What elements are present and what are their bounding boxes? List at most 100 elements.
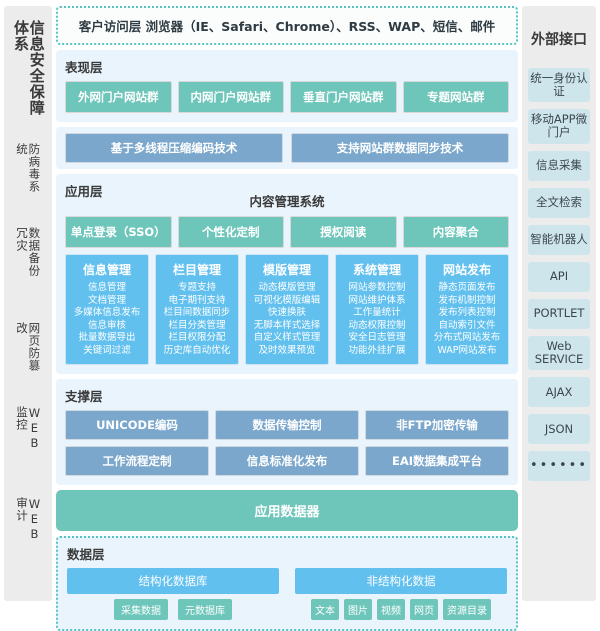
module-title: 网站发布	[442, 263, 491, 277]
support-unicode-encoding[interactable]: UNICODE编码	[65, 410, 209, 441]
feature-authorized-reading[interactable]: 授权阅读	[290, 216, 397, 248]
left-rail-item-anti-tamper: 网页防篡改	[15, 321, 42, 372]
cms-subtitle: 内容管理系统	[249, 194, 325, 209]
tag-webpage[interactable]: 网页	[410, 599, 438, 621]
module-item: 工作量统计	[353, 307, 401, 319]
module-item: 可视化模版编辑	[253, 294, 321, 306]
module-item: 栏目权限分配	[168, 332, 226, 344]
data-layer-title: 数据层	[67, 547, 105, 563]
module-item-list: 动态模版管理 可视化模版编辑 快速换肤 无脚本样式选择 自定义样式管理 及时效果…	[254, 282, 321, 357]
module-item: 发布机制控制	[438, 294, 496, 306]
interface-web-service[interactable]: Web SERVICE	[528, 335, 590, 371]
module-item: 信息审核	[87, 319, 126, 331]
module-item: 动态权限控制	[348, 319, 406, 331]
tag-image[interactable]: 图片	[344, 599, 372, 621]
presentation-layer-items: 外网门户网站群 内网门户网站群 垂直门户网站群 专题网站群	[65, 81, 509, 113]
interface-api[interactable]: API	[528, 261, 590, 292]
module-item: 电子期刊支持	[168, 294, 226, 306]
module-title: 栏目管理	[172, 263, 221, 277]
module-information-management[interactable]: 信息管理 信息管理 文档管理 多媒体信息发布 信息审核 批量数据导出 关键词过滤	[65, 254, 149, 366]
feature-sso[interactable]: 单点登录（SSO）	[65, 216, 172, 248]
interface-portlet[interactable]: PORTLET	[528, 298, 590, 329]
tag-collected-data[interactable]: 采集数据	[114, 599, 168, 621]
module-item: 安全日志管理	[348, 332, 406, 344]
left-rail-security-system: 信息安全保障体系 防病毒系统 数据备份冗灾 网页防篡改 WEB监控 WEB审计	[4, 6, 52, 601]
module-item: 专题支持	[177, 282, 216, 293]
interface-ajax[interactable]: AJAX	[528, 377, 590, 408]
structured-database-header[interactable]: 结构化数据库	[67, 568, 279, 595]
module-title: 模版管理	[262, 263, 311, 277]
module-item: 及时效果预览	[258, 344, 316, 356]
interface-mobile-app-micro-portal[interactable]: 移动APP微门户	[528, 109, 590, 144]
module-item: 无脚本样式选择	[253, 319, 321, 331]
left-rail-title: 信息安全保障体系	[12, 20, 46, 116]
left-rail-item-web-monitor: WEB监控	[15, 406, 42, 452]
module-item: 文档管理	[87, 294, 126, 306]
module-item: 功能外挂扩展	[348, 344, 406, 356]
module-item-list: 静态页面发布 发布机制控制 发布列表控制 自动索引文件 分布式网站发布 WAP网…	[434, 282, 501, 357]
left-rail-item-backup: 数据备份冗灾	[15, 227, 42, 278]
support-non-ftp-encrypted-transfer[interactable]: 非FTP加密传输	[365, 410, 509, 441]
module-column-management[interactable]: 栏目管理 专题支持 电子期刊支持 栏目间数据同步 栏目分类管理 栏目权限分配 历…	[155, 254, 239, 366]
right-rail-external-interfaces: 外部接口 统一身份认证 移动APP微门户 信息采集 全文检索 智能机器人 API…	[522, 6, 596, 601]
feature-personalization[interactable]: 个性化定制	[177, 216, 284, 248]
unstructured-tag-row: 文本 图片 视频 网页 资源目录	[311, 599, 491, 621]
tag-text[interactable]: 文本	[311, 599, 339, 621]
tag-metadata-database[interactable]: 元数据库	[178, 599, 232, 621]
interface-unified-identity-auth[interactable]: 统一身份认证	[528, 67, 590, 103]
module-item: 网站参数控制	[348, 282, 406, 293]
support-layer-grid: UNICODE编码 数据传输控制 非FTP加密传输 工作流程定制 信息标准化发布…	[65, 410, 509, 477]
module-site-publishing[interactable]: 网站发布 静态页面发布 发布机制控制 发布列表控制 自动索引文件 分布式网站发布…	[425, 254, 509, 366]
unstructured-data-column: 非结构化数据 文本 图片 视频 网页 资源目录	[295, 568, 507, 621]
support-eai-integration-platform[interactable]: EAI数据集成平台	[365, 446, 509, 477]
module-item: WAP网站发布	[437, 344, 497, 356]
support-layer-title: 支撑层	[65, 389, 103, 405]
module-item: 网站维护体系	[348, 294, 406, 306]
tag-resource-catalog[interactable]: 资源目录	[443, 599, 491, 621]
unstructured-data-header[interactable]: 非结构化数据	[295, 568, 507, 595]
feature-content-aggregation[interactable]: 内容聚合	[402, 216, 509, 248]
module-template-management[interactable]: 模版管理 动态模版管理 可视化模版编辑 快速换肤 无脚本样式选择 自定义样式管理…	[245, 254, 329, 366]
module-item: 多媒体信息发布	[73, 307, 141, 319]
module-item: 分布式网站发布	[433, 332, 501, 344]
portal-extranet[interactable]: 外网门户网站群	[65, 81, 172, 113]
module-item: 自动索引文件	[438, 319, 496, 331]
module-item: 栏目分类管理	[168, 319, 226, 331]
portal-intranet[interactable]: 内网门户网站群	[177, 81, 284, 113]
module-item-list: 专题支持 电子期刊支持 栏目间数据同步 栏目分类管理 栏目权限分配 历史库自动优…	[164, 282, 231, 357]
interface-more-ellipsis[interactable]: ••••••	[528, 451, 590, 482]
left-rail-item-web-audit: WEB审计	[15, 496, 42, 542]
presentation-layer-title: 表现层	[65, 60, 103, 75]
module-item: 历史库自动优化	[163, 344, 231, 356]
data-layer: 数据层 结构化数据库 采集数据 元数据库 非结构化数据 文本 图片 视频 网页	[56, 536, 518, 631]
tag-video[interactable]: 视频	[377, 599, 405, 621]
right-rail-title: 外部接口	[531, 32, 587, 48]
portal-vertical[interactable]: 垂直门户网站群	[290, 81, 397, 113]
support-row-2: 工作流程定制 信息标准化发布 EAI数据集成平台	[65, 446, 509, 477]
support-standardized-publishing[interactable]: 信息标准化发布	[215, 446, 359, 477]
module-system-management[interactable]: 系统管理 网站参数控制 网站维护体系 工作量统计 动态权限控制 安全日志管理 功…	[335, 254, 419, 366]
application-data-bar: 应用数据器	[56, 490, 518, 532]
module-title: 系统管理	[352, 263, 401, 277]
module-item-list: 网站参数控制 网站维护体系 工作量统计 动态权限控制 安全日志管理 功能外挂扩展	[348, 282, 405, 357]
tech-site-data-sync[interactable]: 支持网站群数据同步技术	[291, 133, 509, 163]
interface-information-collection[interactable]: 信息采集	[528, 150, 590, 181]
application-layer-features: 单点登录（SSO） 个性化定制 授权阅读 内容聚合	[65, 216, 509, 248]
interface-intelligent-robot[interactable]: 智能机器人	[528, 224, 590, 255]
left-rail-item-antivirus: 防病毒系统	[15, 142, 42, 193]
support-data-transfer-control[interactable]: 数据传输控制	[215, 410, 359, 441]
interface-json[interactable]: JSON	[528, 414, 590, 445]
support-row-1: UNICODE编码 数据传输控制 非FTP加密传输	[65, 410, 509, 441]
module-item: 关键词过滤	[83, 344, 131, 356]
interface-full-text-search[interactable]: 全文检索	[528, 187, 590, 218]
support-workflow-customization[interactable]: 工作流程定制	[65, 446, 209, 477]
module-item: 动态模版管理	[258, 282, 316, 293]
structured-tag-row: 采集数据 元数据库	[114, 599, 232, 621]
tech-multithread-compression[interactable]: 基于多线程压缩编码技术	[65, 133, 283, 163]
module-item: 静态页面发布	[438, 282, 496, 293]
application-modules: 信息管理 信息管理 文档管理 多媒体信息发布 信息审核 批量数据导出 关键词过滤…	[65, 254, 509, 366]
module-item: 发布列表控制	[438, 307, 496, 319]
module-item: 批量数据导出	[78, 332, 136, 344]
portal-topic[interactable]: 专题网站群	[402, 81, 509, 113]
module-item: 快速换肤	[267, 307, 306, 319]
